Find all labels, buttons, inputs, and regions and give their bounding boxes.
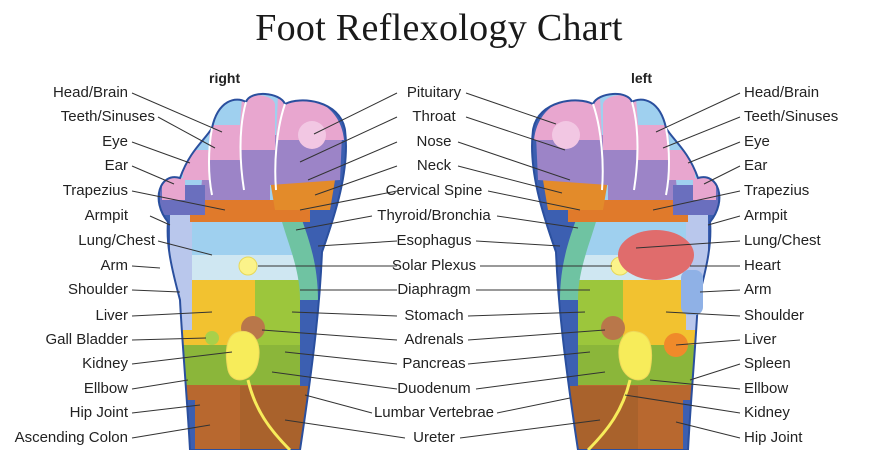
left-label-teeth-sinuses: Teeth/Sinuses [744, 108, 839, 125]
page-title: Foot Reflexology Chart [255, 7, 623, 49]
left-label-head-brain: Head/Brain [744, 84, 820, 101]
left-label-arm: Arm [744, 281, 772, 298]
left-label-kidney: Kidney [744, 404, 790, 421]
left-label-hip-joint: Hip Joint [744, 429, 803, 446]
center-label-esophagus: Esophagus [396, 232, 472, 249]
right-label-arm: Arm [100, 257, 129, 274]
right-label-liver: Liver [95, 307, 128, 324]
left-label-ellbow: Ellbow [744, 380, 789, 397]
right-foot-heading: right [209, 70, 241, 86]
right-label-head-brain: Head/Brain [52, 84, 128, 101]
left-label-liver: Liver [744, 331, 777, 348]
center-label-adrenals: Adrenals [404, 331, 464, 348]
right-label-eye: Eye [102, 133, 128, 150]
center-label-solar-plexus: Solar Plexus [391, 257, 477, 274]
left-label-heart: Heart [744, 257, 781, 274]
right-label-teeth-sinuses: Teeth/Sinuses [60, 108, 155, 125]
right-label-shoulder: Shoulder [67, 281, 128, 298]
center-label-throat: Throat [412, 108, 456, 125]
leader-lines [131, 92, 741, 439]
left-foot-heading: left [631, 70, 652, 86]
right-label-trapezius: Trapezius [62, 182, 128, 199]
center-label-diaphragm: Diaphragm [397, 281, 471, 298]
left-label-lung-chest: Lung/Chest [744, 232, 821, 249]
right-label-kidney: Kidney [82, 355, 128, 372]
center-label-cervical-spine: Cervical Spine [385, 182, 483, 199]
left-label-armpit: Armpit [744, 207, 788, 224]
left-label-ear: Ear [744, 157, 768, 174]
center-label-ureter: Ureter [413, 429, 455, 446]
right-label-ellbow: Ellbow [83, 380, 128, 397]
center-label-nose: Nose [416, 133, 452, 150]
center-label-pituitary: Pituitary [406, 84, 462, 101]
left-label-eye: Eye [744, 133, 770, 150]
right-label-lung-chest: Lung/Chest [78, 232, 155, 249]
left-label-spleen: Spleen [744, 355, 791, 372]
right-label-ear: Ear [104, 157, 128, 174]
center-label-duodenum: Duodenum [397, 380, 471, 397]
right-label-hip-joint: Hip Joint [69, 404, 128, 421]
center-label-lumbar-vertebrae: Lumbar Vertebrae [373, 404, 495, 421]
right-label-ascending-colon: Ascending Colon [14, 429, 128, 446]
right-label-armpit: Armpit [84, 207, 128, 224]
center-label-neck: Neck [416, 157, 452, 174]
center-label-pancreas: Pancreas [402, 355, 466, 372]
left-label-trapezius: Trapezius [744, 182, 810, 199]
center-label-stomach: Stomach [404, 307, 464, 324]
center-label-thyroid-bronchia: Thyroid/Bronchia [377, 207, 491, 224]
left-label-shoulder: Shoulder [744, 307, 805, 324]
right-label-gall-bladder: Gall Bladder [45, 331, 128, 348]
